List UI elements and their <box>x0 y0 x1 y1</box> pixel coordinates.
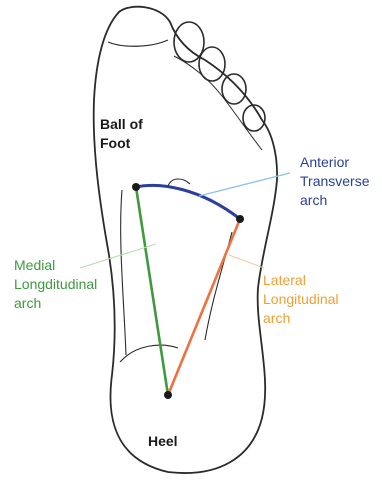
anterior-transverse-arch-mark <box>168 179 190 186</box>
anterior-transverse-arch-line <box>136 185 240 219</box>
heel-point <box>164 391 172 399</box>
medial-longitudinal-arch-line <box>136 187 168 395</box>
second-toe <box>174 22 204 62</box>
heel-contour-line <box>120 345 178 362</box>
lateral-ball-point <box>236 215 244 223</box>
big-toe-crease <box>108 40 168 46</box>
lateral-longitudinal-arch-line <box>168 219 240 395</box>
medial-ball-point <box>132 183 140 191</box>
lateral-longitudinal-arch-label: Lateral Longitudinal arch <box>263 271 339 328</box>
medial-contour-line <box>121 190 126 355</box>
medial-longitudinal-arch-label: Medial Longditudinal arch <box>14 256 97 313</box>
lateral-pointer-line <box>229 255 264 268</box>
ball-of-foot-label: Ball of Foot <box>100 115 143 153</box>
anterior-transverse-arch-label: Anterior Transverse arch <box>300 153 370 210</box>
heel-label: Heel <box>148 432 178 451</box>
fourth-toe <box>222 74 246 104</box>
